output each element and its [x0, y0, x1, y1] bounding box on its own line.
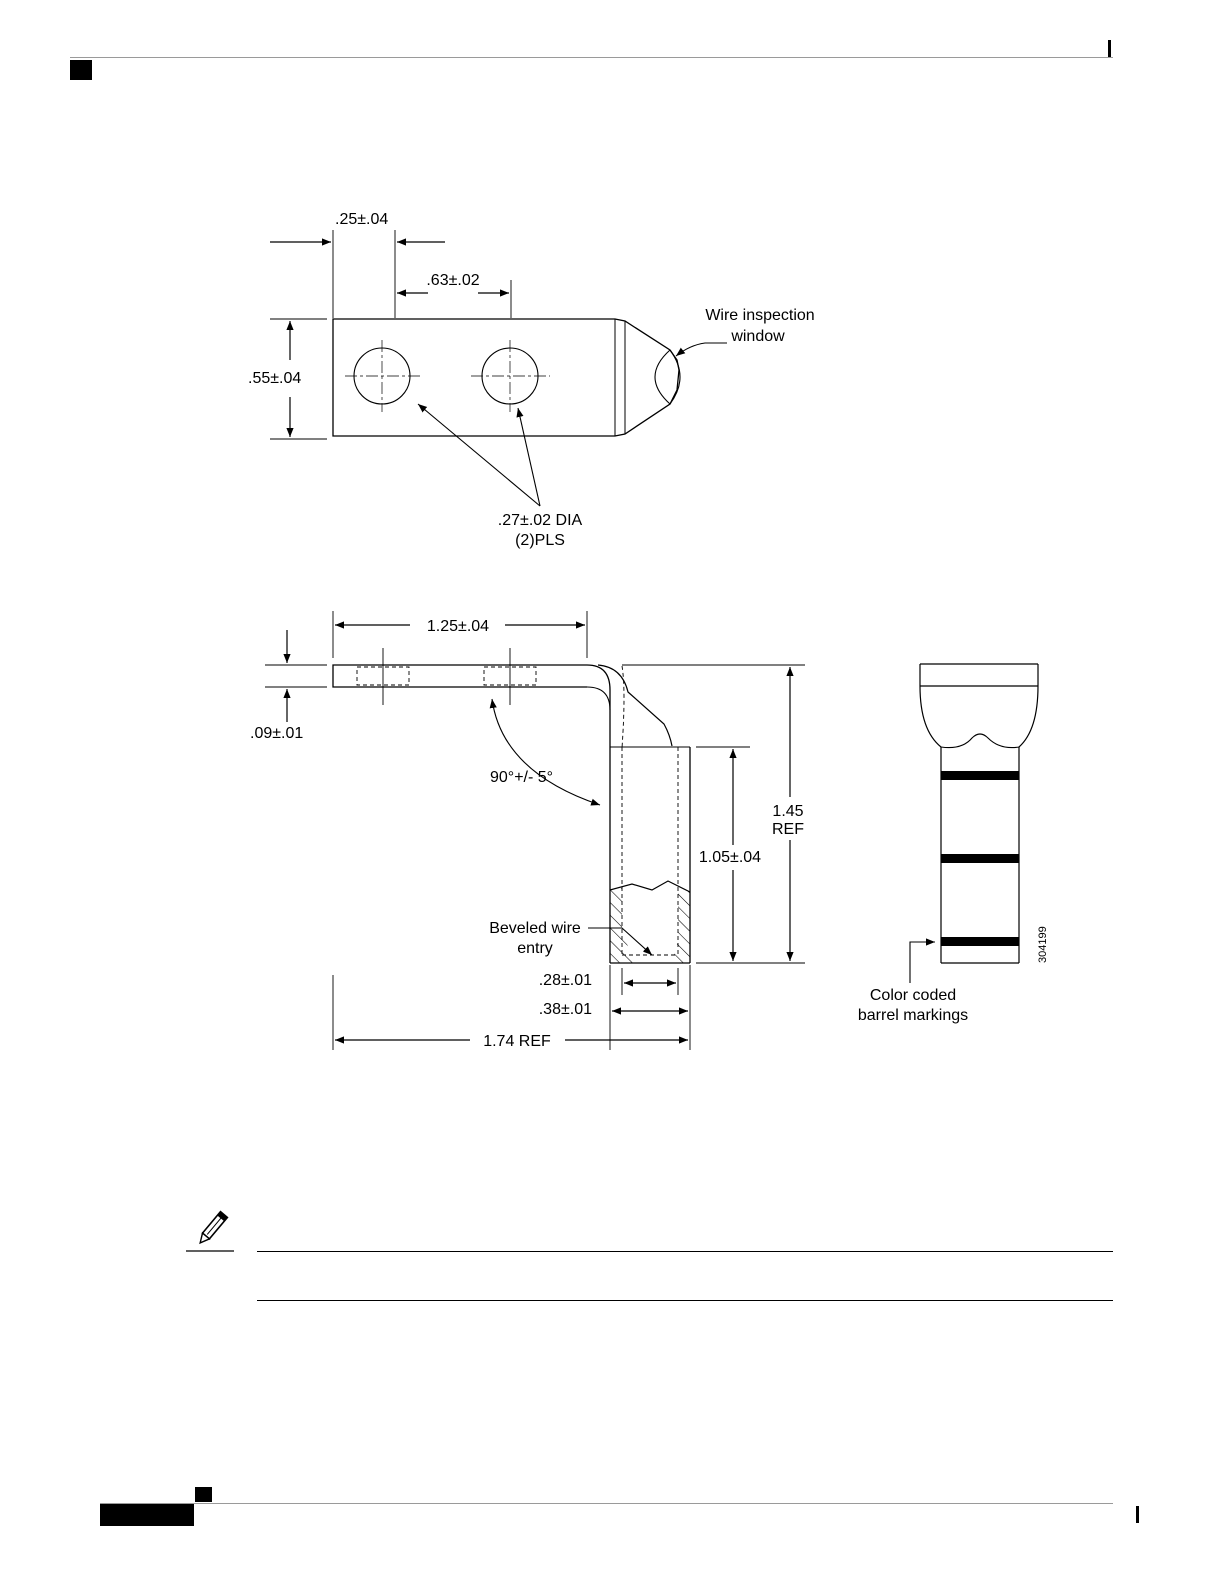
dim-tongue-length: 1.25±.04 [427, 618, 489, 635]
note-icon [186, 1210, 236, 1254]
note-bottom-rule [257, 1300, 1113, 1301]
barrel-callout-line1: Color coded [870, 987, 956, 1004]
barrel-callout-line2: barrel markings [858, 1007, 968, 1024]
dim-width: .55±.04 [248, 370, 301, 387]
top-view [270, 230, 727, 506]
hole-callout-line2: (2)PLS [515, 532, 565, 549]
window-callout-line1: Wire inspection [705, 307, 814, 324]
footer-rule [100, 1503, 1113, 1504]
dim-overall-length: 1.74 REF [483, 1033, 551, 1050]
lug-drawing: .25±.04 .63±.02 .55±.04 .27±.02 DIA (2)P… [0, 0, 1225, 1120]
window-callout-line2: window [730, 328, 785, 345]
dim-barrel-length: 1.05±.04 [699, 849, 761, 866]
dim-hole-spacing: .63±.02 [426, 272, 479, 289]
footer-tick [1136, 1506, 1139, 1523]
note-top-rule [257, 1251, 1113, 1252]
dim-inner-dia: .28±.01 [539, 972, 592, 989]
footer-corner-marker [195, 1487, 212, 1502]
bevel-callout-line1: Beveled wire [489, 920, 581, 937]
figure-id: 304199 [1037, 926, 1049, 963]
barrel-view [910, 664, 1038, 983]
dim-end-offset: .25±.04 [335, 211, 388, 228]
side-view [265, 611, 805, 1050]
hole-callout-line1: .27±.02 DIA [498, 512, 583, 529]
dim-outer-dia: .38±.01 [539, 1001, 592, 1018]
dim-overall-height-line2: REF [772, 821, 804, 838]
dim-thickness: .09±.01 [250, 725, 303, 742]
dim-overall-height-line1: 1.45 [772, 803, 803, 820]
footer-tab [100, 1504, 194, 1526]
bevel-callout-line2: entry [517, 940, 553, 957]
angle-label: 90°+/- 5° [490, 769, 553, 786]
